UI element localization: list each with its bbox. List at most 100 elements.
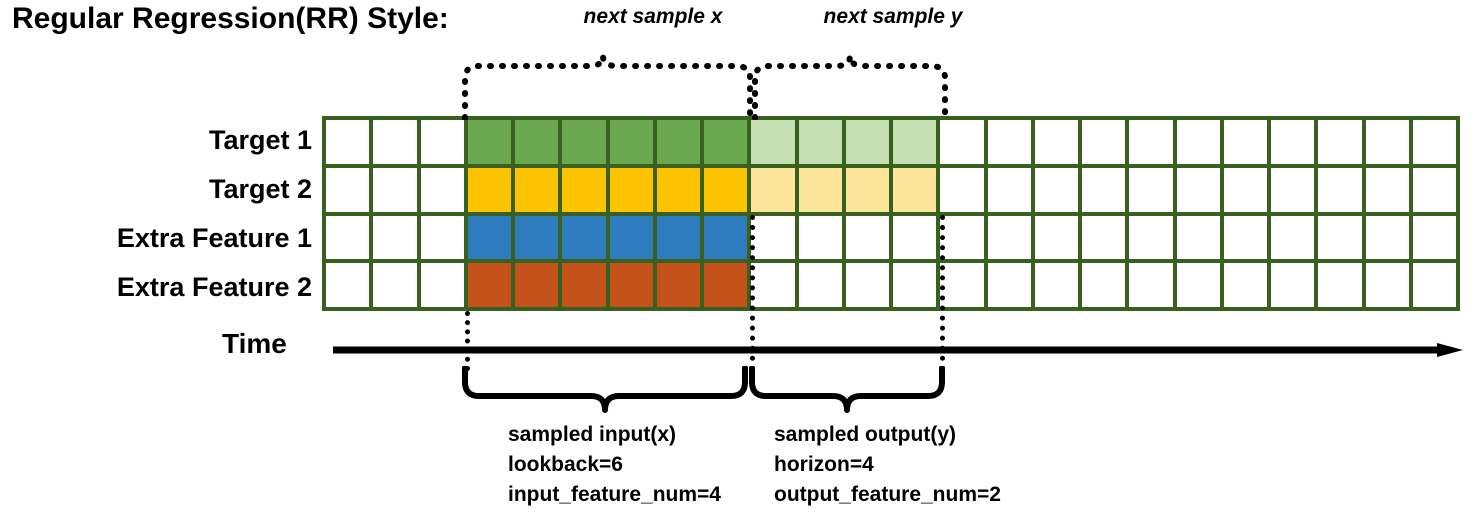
- grid-cell: [1129, 263, 1173, 307]
- next-sample-x-label: next sample x: [583, 5, 723, 28]
- grid-cell: [1129, 120, 1173, 164]
- grid-cell: [1412, 167, 1456, 212]
- grid-cell: [656, 263, 700, 307]
- grid-cell: [326, 263, 370, 307]
- grid-cell: [1365, 215, 1409, 260]
- grid-cell: [656, 167, 700, 212]
- grid-cell: [1223, 263, 1267, 307]
- timeseries-grid: [322, 116, 1460, 311]
- grid-cell: [420, 120, 464, 164]
- row-label-extra-feature-2: Extra Feature 2: [116, 272, 312, 302]
- grid-cell: [1223, 167, 1267, 212]
- row-label-column: Target 1 Target 2 Extra Feature 1 Extra …: [0, 116, 312, 311]
- grid-cell: [1271, 167, 1315, 212]
- grid-cell: [845, 120, 889, 164]
- grid-cell: [326, 167, 370, 212]
- grid-cell: [1318, 120, 1362, 164]
- grid-cell: [656, 120, 700, 164]
- grid-cell: [467, 215, 511, 260]
- grid-cell: [1318, 167, 1362, 212]
- grid-cell: [656, 215, 700, 260]
- grid-cell: [1082, 167, 1126, 212]
- grid-cell: [893, 215, 937, 260]
- grid-cell: [373, 120, 417, 164]
- grid-cell: [609, 215, 653, 260]
- grid-cell: [609, 263, 653, 307]
- grid-cell: [1365, 120, 1409, 164]
- grid-cell: [515, 120, 559, 164]
- grid-cell: [704, 120, 748, 164]
- sampled-output-feature-num: output_feature_num=2: [774, 482, 1001, 506]
- grid-cell: [1176, 167, 1220, 212]
- grid-cell: [562, 120, 606, 164]
- grid-cell: [704, 263, 748, 307]
- grid-cell: [1176, 120, 1220, 164]
- grid-cell: [940, 120, 984, 164]
- grid-cell: [1082, 215, 1126, 260]
- grid-cell: [1412, 263, 1456, 307]
- grid-cell: [1365, 167, 1409, 212]
- grid-cell: [704, 167, 748, 212]
- grid-cell: [940, 215, 984, 260]
- grid-cell: [1318, 263, 1362, 307]
- grid-cell: [1129, 215, 1173, 260]
- grid-cell: [940, 263, 984, 307]
- grid-cell: [609, 120, 653, 164]
- sampled-input-annotation: sampled input(x) lookback=6 input_featur…: [508, 420, 721, 509]
- grid-cell: [1176, 263, 1220, 307]
- sampled-output-annotation: sampled output(y) horizon=4 output_featu…: [774, 420, 1001, 509]
- sampled-output-title: sampled output(y): [774, 423, 956, 446]
- grid-cell: [1271, 215, 1315, 260]
- grid-cell: [1271, 263, 1315, 307]
- sampled-output-horizon: horizon=4: [774, 452, 874, 476]
- sampled-input-title: sampled input(x): [508, 423, 677, 446]
- grid-cell: [326, 120, 370, 164]
- grid-cell: [373, 167, 417, 212]
- grid-cell: [515, 215, 559, 260]
- grid-cell: [987, 120, 1031, 164]
- grid-cell: [751, 167, 795, 212]
- grid-cell: [845, 167, 889, 212]
- bottom-brace-group: [462, 366, 945, 413]
- grid-cell: [987, 263, 1031, 307]
- grid-cell: [893, 120, 937, 164]
- grid-cell: [515, 167, 559, 212]
- grid-cell: [420, 263, 464, 307]
- grid-cell: [562, 263, 606, 307]
- grid-cell: [1082, 263, 1126, 307]
- grid-cell: [798, 167, 842, 212]
- grid-cell: [1034, 215, 1078, 260]
- grid-cell: [373, 263, 417, 307]
- next-sample-y-label: next sample y: [823, 5, 963, 28]
- grid-cell: [515, 263, 559, 307]
- page-title: Regular Regression(RR) Style:: [12, 2, 449, 35]
- grid-cell: [751, 263, 795, 307]
- grid-cell: [704, 215, 748, 260]
- grid-cell: [940, 167, 984, 212]
- row-label-target-1: Target 1: [208, 125, 312, 155]
- top-brace-group: [462, 55, 948, 120]
- grid-cell: [987, 215, 1031, 260]
- grid-cell: [893, 263, 937, 307]
- grid-cell: [1412, 120, 1456, 164]
- grid-cell: [1034, 167, 1078, 212]
- sampled-input-lookback: lookback=6: [508, 452, 623, 476]
- grid-cell: [751, 215, 795, 260]
- grid-cell: [893, 167, 937, 212]
- grid-cell: [845, 263, 889, 307]
- grid-cell: [798, 263, 842, 307]
- time-axis-label: Time: [222, 328, 287, 359]
- grid-cell: [467, 263, 511, 307]
- grid-cell: [373, 215, 417, 260]
- grid-cell: [420, 167, 464, 212]
- row-label-extra-feature-1: Extra Feature 1: [116, 223, 312, 253]
- grid-cell: [467, 120, 511, 164]
- grid-cell: [326, 215, 370, 260]
- grid-cell: [798, 120, 842, 164]
- grid-cell: [1223, 120, 1267, 164]
- guide-line-output-end: [940, 215, 945, 371]
- grid-cell: [1271, 120, 1315, 164]
- grid-cell: [1412, 215, 1456, 260]
- grid-cell: [1082, 120, 1126, 164]
